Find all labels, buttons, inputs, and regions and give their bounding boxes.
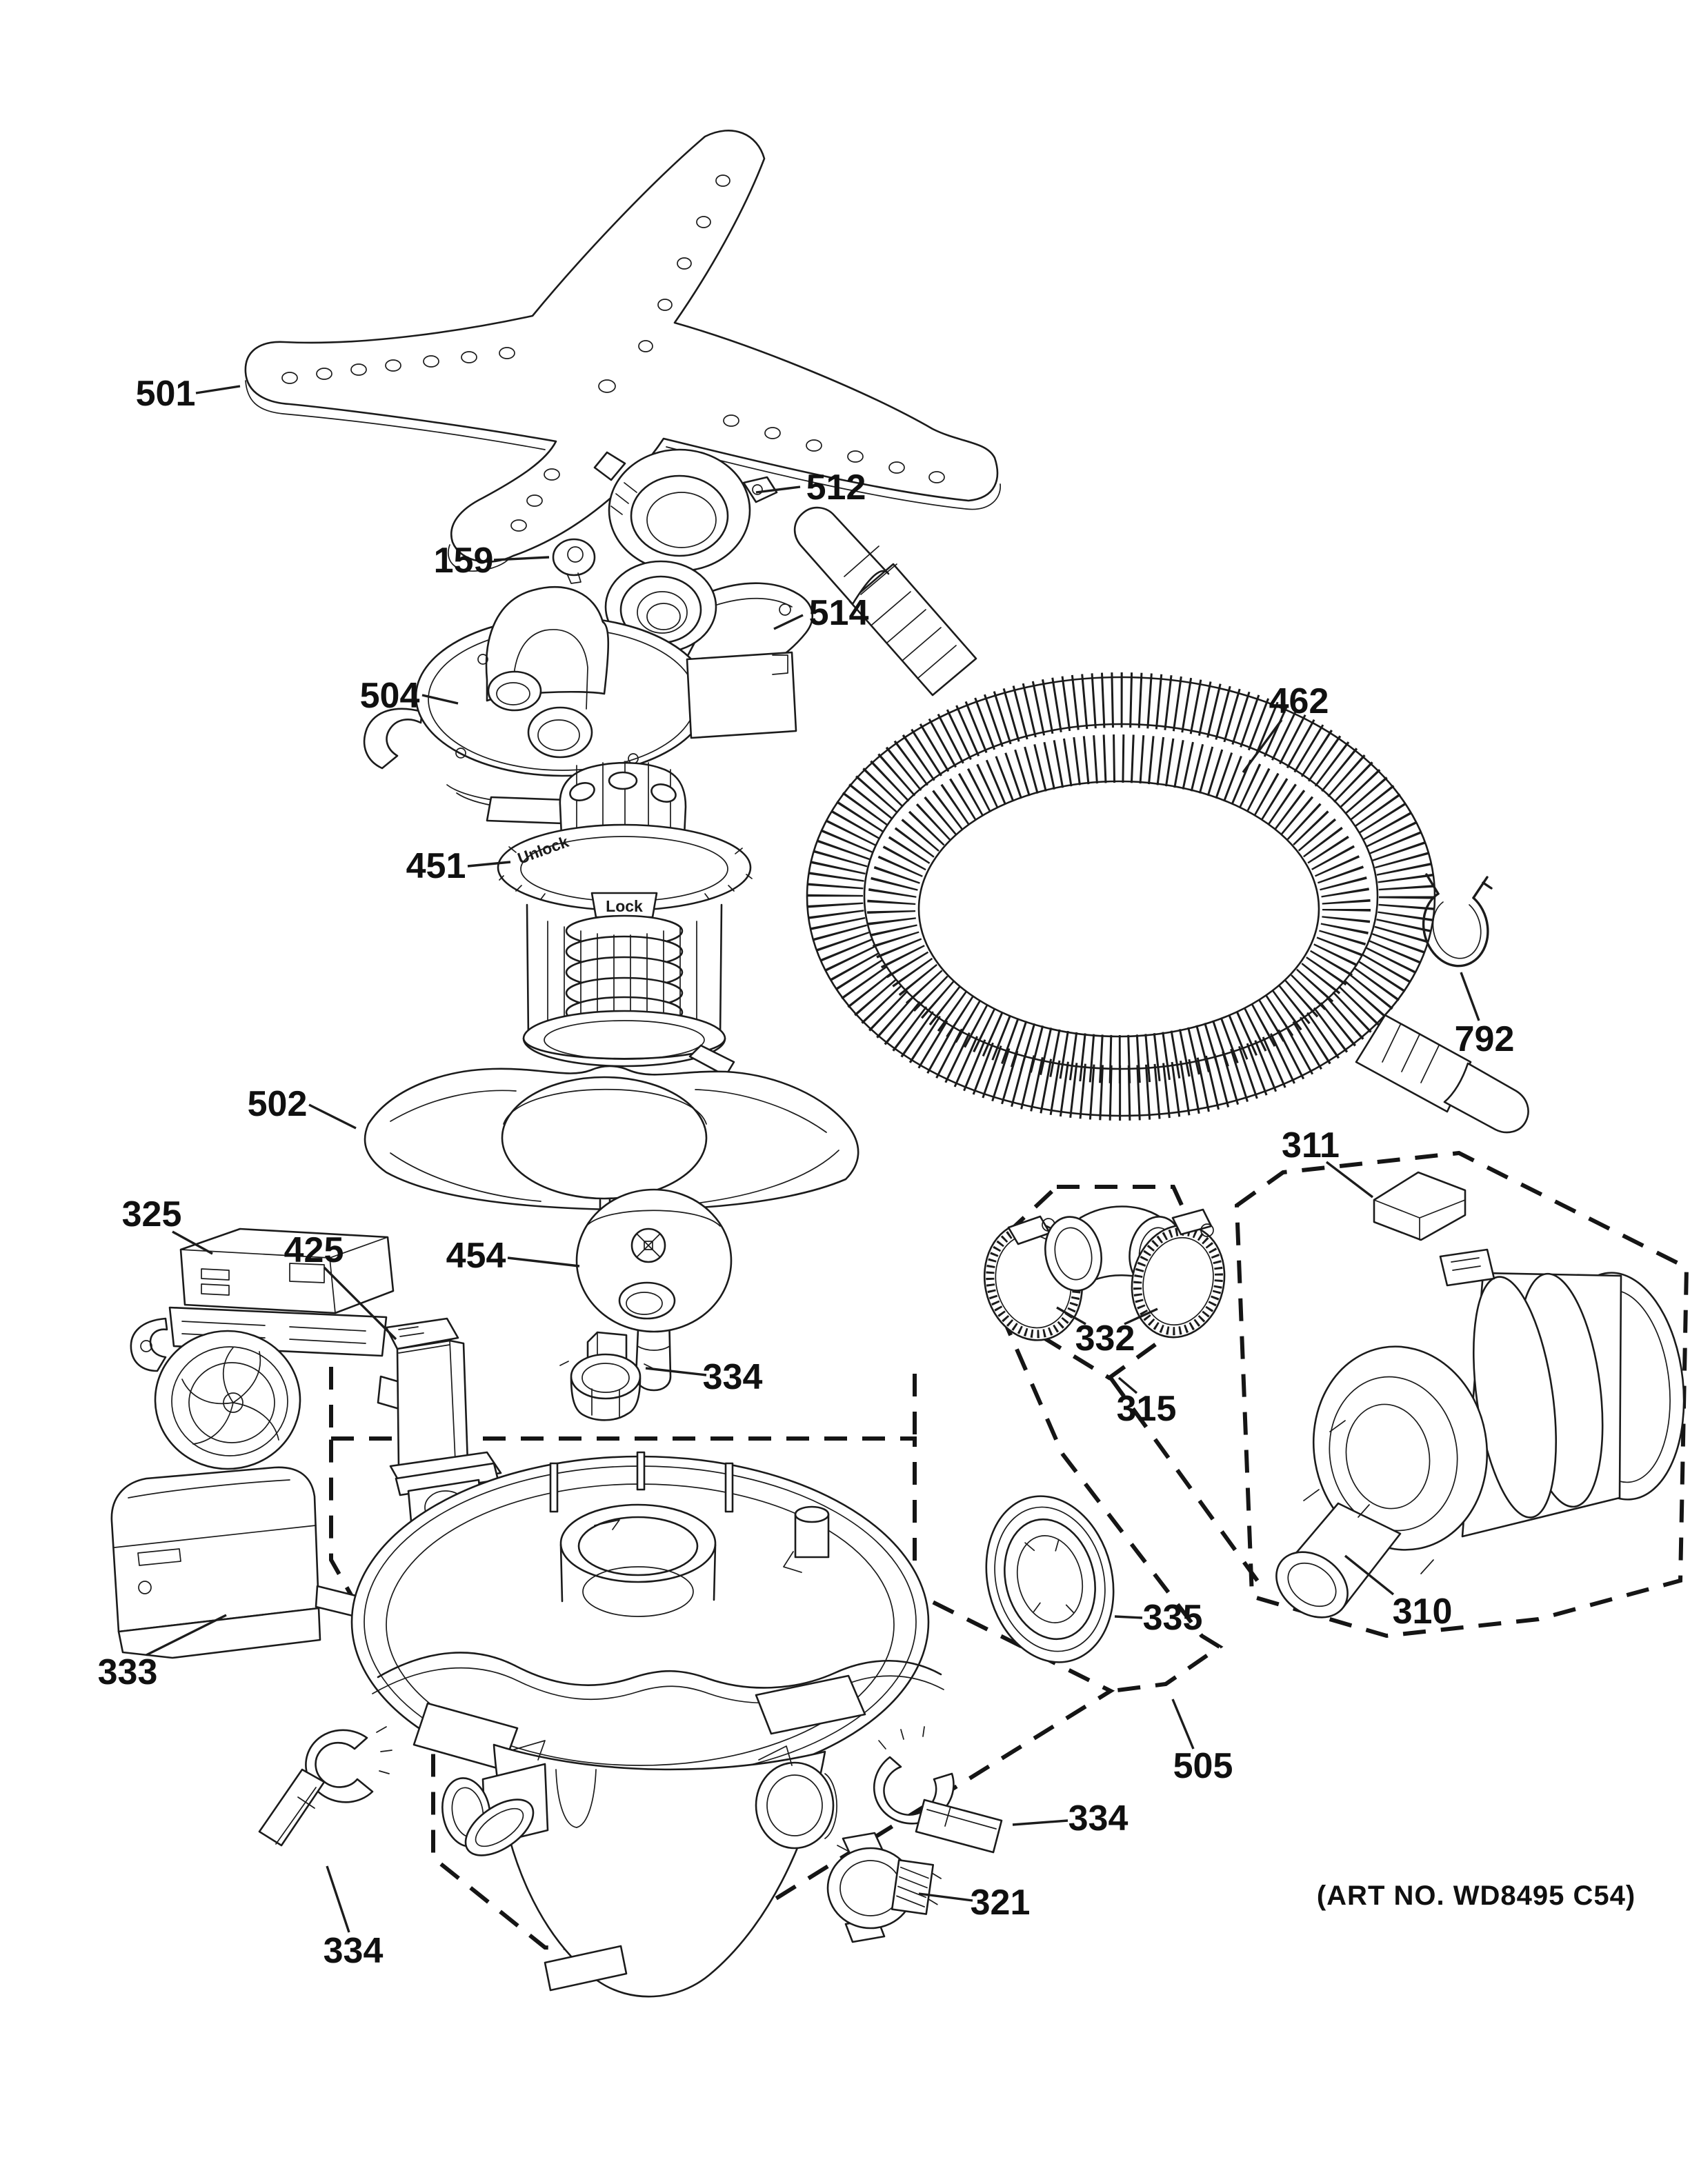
callout-334-middle: 334 bbox=[703, 1357, 763, 1397]
callout-332: 332 bbox=[1075, 1319, 1135, 1359]
callout-labels: 501 512 159 514 504 451 462 792 502 311 … bbox=[98, 374, 1515, 1971]
part-311-mount-block bbox=[1373, 1171, 1467, 1241]
part-502-deflector bbox=[364, 1065, 859, 1223]
part-310-circulation-motor bbox=[1275, 1248, 1685, 1619]
sump-heater-gasket bbox=[464, 1799, 535, 1856]
callout-311: 311 bbox=[1282, 1125, 1340, 1165]
art-number: (ART NO. WD8495 C54) bbox=[1317, 1881, 1636, 1911]
callout-159: 159 bbox=[434, 541, 494, 581]
part-501-lower-spray-arm bbox=[244, 130, 1001, 572]
callout-505: 505 bbox=[1173, 1746, 1233, 1786]
callout-462: 462 bbox=[1269, 681, 1329, 721]
part-792-hose-clamp bbox=[1422, 873, 1493, 968]
part-334-clamp-bottom-left bbox=[258, 1726, 392, 1847]
pump-impeller bbox=[181, 1347, 279, 1445]
part-334-clamp-right bbox=[873, 1726, 1003, 1854]
callout-451: 451 bbox=[406, 846, 466, 886]
part-159-cap bbox=[552, 538, 596, 584]
part-451-filter-assembly: Unlock Lock bbox=[497, 761, 753, 1077]
part-332-elbow-clamps bbox=[983, 1205, 1226, 1341]
callout-321: 321 bbox=[971, 1883, 1031, 1923]
callout-334-bottom-left: 334 bbox=[324, 1931, 384, 1971]
callout-310: 310 bbox=[1393, 1592, 1453, 1632]
callout-501: 501 bbox=[136, 374, 196, 414]
filter-lock-marking: Lock bbox=[606, 897, 643, 915]
part-334-clamp-middle bbox=[559, 1331, 653, 1421]
part-504-pump-cover bbox=[363, 586, 797, 825]
callout-514: 514 bbox=[809, 593, 869, 633]
callout-502: 502 bbox=[248, 1084, 308, 1124]
callout-454: 454 bbox=[446, 1236, 506, 1276]
callout-325: 325 bbox=[122, 1194, 182, 1234]
part-325-drain-pump bbox=[130, 1228, 421, 1470]
callout-512: 512 bbox=[806, 468, 866, 508]
callout-335: 335 bbox=[1143, 1598, 1203, 1638]
callout-333: 333 bbox=[98, 1652, 158, 1692]
callout-315: 315 bbox=[1117, 1389, 1177, 1429]
callout-504: 504 bbox=[360, 676, 420, 716]
callout-334-right: 334 bbox=[1068, 1799, 1129, 1839]
callout-792: 792 bbox=[1455, 1019, 1515, 1059]
leader-lines bbox=[146, 385, 1480, 1933]
part-335-pump-seal bbox=[985, 1495, 1115, 1663]
part-321-check-valve bbox=[826, 1832, 942, 1943]
sump-right-port bbox=[755, 1745, 862, 1865]
part-462-drain-hose bbox=[793, 506, 1529, 1134]
callout-425: 425 bbox=[284, 1230, 344, 1270]
part-505-sump-assembly bbox=[350, 1451, 944, 1998]
spray-arm-holes bbox=[281, 174, 945, 532]
part-333-dispenser bbox=[110, 1466, 421, 1659]
